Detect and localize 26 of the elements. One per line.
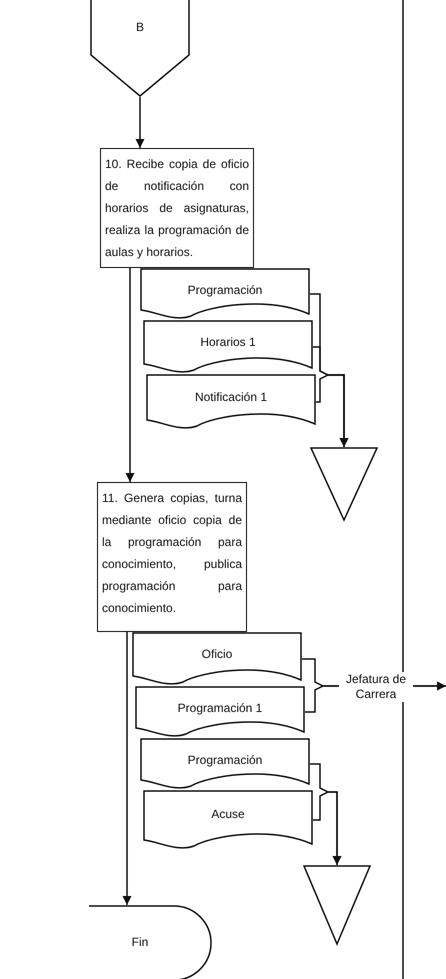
document-symbol: [140, 738, 310, 790]
arrow: [122, 632, 132, 905]
edge-label: Jefatura de Carrera: [339, 672, 413, 702]
shape-label: Programación 1: [176, 700, 264, 715]
document-symbol: [146, 374, 316, 430]
document-symbol: [143, 320, 313, 374]
shape-label: Programación: [186, 282, 264, 297]
off-page-connector: [90, 0, 190, 97]
terminator-shape: [88, 905, 212, 979]
shape-label: Horarios 1: [199, 335, 257, 350]
arrow: [136, 97, 144, 148]
shape-label: Acuse: [210, 806, 246, 821]
archive-triangle: [310, 447, 378, 521]
document-symbol: [132, 632, 302, 686]
arrow: [126, 268, 134, 482]
arrow: [316, 374, 348, 447]
shape-label: Oficio: [200, 647, 234, 662]
arrow: [313, 791, 342, 865]
shape-label: Notificación 1: [194, 390, 268, 404]
shape-label: Fin: [130, 935, 150, 949]
document-symbol: [135, 686, 305, 738]
archive-triangle: [303, 865, 371, 945]
document-symbol: [143, 790, 313, 850]
shape-label: Programación: [186, 752, 264, 767]
shape-label: B: [134, 20, 145, 34]
document-symbol: [140, 268, 310, 320]
